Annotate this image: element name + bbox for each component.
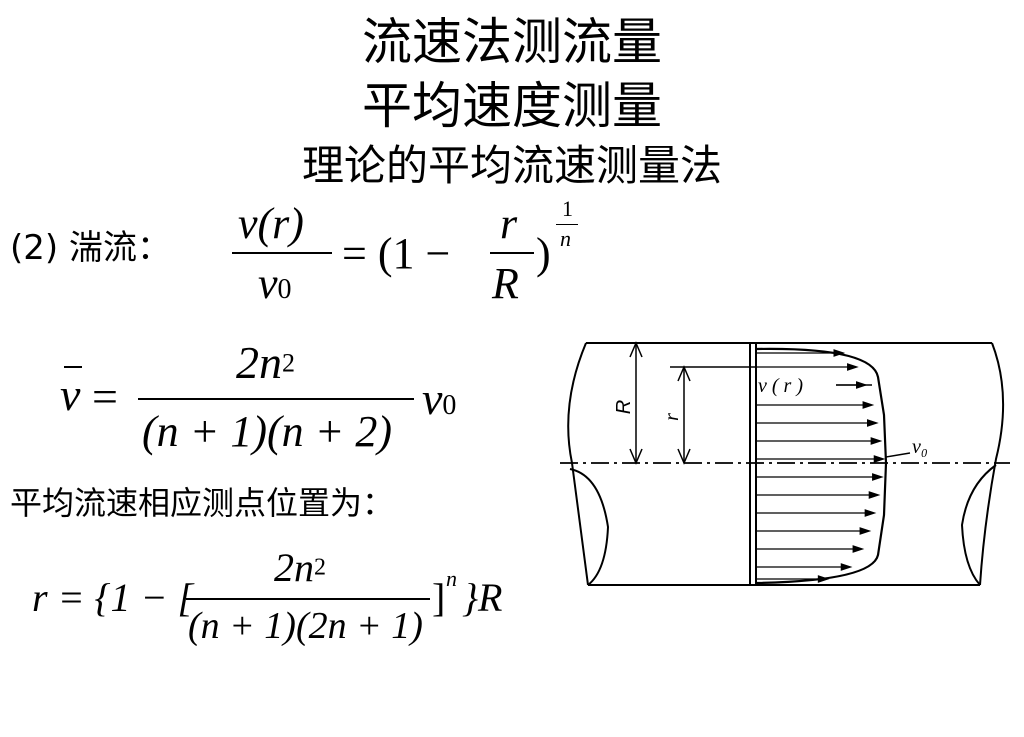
pipe-right-end (979, 342, 1005, 586)
f3-fraction-bar (186, 598, 430, 600)
velocity-arrowhead (873, 455, 886, 463)
velocity-arrowhead (864, 509, 877, 517)
velocity-arrowhead (859, 527, 872, 535)
label-v0: v₀ (912, 436, 928, 458)
velocity-arrowhead (868, 491, 881, 499)
f3-numerator: 2n2 (274, 545, 326, 590)
turbulent-label: (2) 湍流： (10, 228, 171, 268)
dim-r-arrow-top (677, 365, 691, 382)
velocity-arrowhead (852, 545, 865, 553)
pipe-left-end (567, 342, 589, 586)
dim-r-arrow-bottom (677, 448, 691, 465)
f3-tail: }R (462, 575, 503, 620)
f2-overbar (64, 366, 82, 368)
f1-exp-den: n (560, 226, 571, 251)
f2-denominator: (n + 1)(n + 2) (142, 407, 392, 456)
pipe-velocity-diagram: R r v ( r ) v₀ (560, 341, 1010, 586)
dim-R-arrow-top (629, 341, 643, 358)
f3-close-bracket: ] (432, 575, 446, 620)
velocity-arrowhead (872, 473, 884, 481)
f1-exp-bar (556, 224, 578, 225)
f3-denominator: (n + 1)(2n + 1) (188, 605, 423, 647)
velocity-arrowhead (817, 575, 830, 583)
f1-R: R (492, 259, 519, 308)
title-line-2: 平均速度测量 (362, 77, 662, 135)
f1-close: ) (536, 229, 551, 278)
f3-lhs: r = {1 − [ (32, 575, 194, 620)
label-R: R (613, 400, 635, 414)
f1-numerator: v(r) (238, 199, 304, 248)
f1-exp-num: 1 (562, 196, 573, 221)
velocity-arrowhead (833, 349, 846, 357)
f1-r: r (500, 199, 518, 248)
pipe-left-inner (569, 468, 610, 586)
f2-eq: = (92, 371, 118, 422)
label-v-r: v ( r ) (758, 375, 803, 397)
measure-point-caption: 平均流速相应测点位置为： (10, 484, 395, 522)
f2-rhs: v0 (422, 373, 457, 424)
velocity-arrows (756, 349, 886, 583)
f1-eq-open: = (1 − (342, 229, 451, 278)
title-line-1: 流速法测流量 (362, 13, 662, 71)
velocity-arrowhead (862, 401, 875, 409)
f1-denominator: v0 (258, 259, 292, 308)
velocity-arrowhead (856, 381, 868, 389)
f1-inner-bar (490, 252, 534, 254)
dim-R-arrow-bottom (629, 448, 643, 465)
velocity-arrowhead (847, 363, 859, 371)
title-line-3: 理论的平均流速测量法 (301, 141, 722, 190)
label-r: r (661, 413, 683, 421)
f2-numerator: 2n2 (236, 337, 295, 388)
pipe-right-inner (960, 464, 997, 586)
velocity-arrowhead (840, 563, 853, 571)
f1-fraction-bar (232, 252, 332, 254)
f2-lhs: v (60, 369, 81, 420)
velocity-arrowhead (866, 419, 879, 427)
f3-close-exp: n (446, 566, 457, 591)
velocity-arrowhead (870, 437, 883, 445)
v0-leader (885, 452, 911, 458)
f2-fraction-bar (138, 398, 414, 400)
